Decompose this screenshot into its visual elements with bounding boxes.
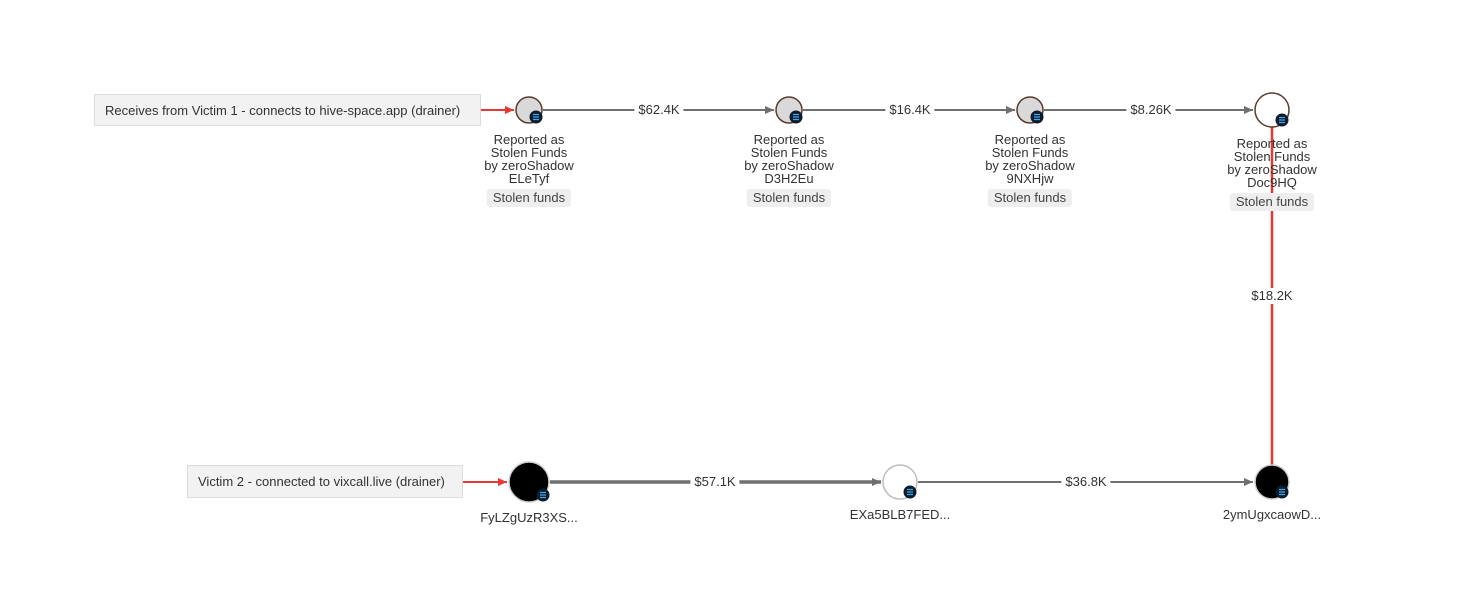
edge-label-e2: $16.4K <box>885 102 935 118</box>
callout-victim1: Receives from Victim 1 - connects to hiv… <box>94 94 481 126</box>
caption-line: by zeroShadow <box>744 158 834 173</box>
caption-line: by zeroShadow <box>985 158 1075 173</box>
node-caption-n2: Reported as Stolen Funds by zeroShadow D… <box>744 133 834 185</box>
solana-icon <box>789 110 803 124</box>
solana-icon <box>529 110 543 124</box>
tag-stolen-funds: Stolen funds <box>1229 193 1315 211</box>
caption-line: Doc9HQ <box>1247 175 1297 190</box>
edge-label-e4: $18.2K <box>1247 288 1297 304</box>
solana-icon <box>536 488 550 502</box>
node-caption-n4: Reported as Stolen Funds by zeroShadow D… <box>1227 137 1317 189</box>
caption-line: Stolen Funds <box>1233 149 1311 164</box>
callout-victim2: Victim 2 - connected to vixcall.live (dr… <box>187 465 463 498</box>
tag-stolen-funds: Stolen funds <box>746 189 832 207</box>
node-address-n6: EXa5BLB7FED... <box>849 507 951 522</box>
caption-line: by zeroShadow <box>1227 162 1317 177</box>
caption-line: 9NXHjw <box>1006 171 1054 186</box>
solana-icon <box>1275 485 1289 499</box>
caption-line: Stolen Funds <box>991 145 1069 160</box>
caption-line: D3H2Eu <box>764 171 814 186</box>
edge-label-e5: $57.1K <box>690 474 740 490</box>
edge-label-e1: $62.4K <box>634 102 684 118</box>
edge-label-e3: $8.26K <box>1126 102 1176 118</box>
node-caption-n1: Reported as Stolen Funds by zeroShadow E… <box>484 133 574 185</box>
callout-victim1-text: Receives from Victim 1 - connects to hiv… <box>105 102 461 118</box>
node-address-n5: FyLZgUzR3XS... <box>480 510 578 525</box>
caption-line: Stolen Funds <box>490 145 568 160</box>
caption-line: by zeroShadow <box>484 158 574 173</box>
callout-victim2-text: Victim 2 - connected to vixcall.live (dr… <box>198 474 445 489</box>
caption-line: Reported as <box>753 132 825 147</box>
solana-icon <box>1275 113 1289 127</box>
tag-stolen-funds: Stolen funds <box>987 189 1073 207</box>
edge-label-e6: $36.8K <box>1061 474 1111 490</box>
caption-line: Stolen Funds <box>750 145 828 160</box>
tag-stolen-funds: Stolen funds <box>486 189 572 207</box>
node-address-n7: 2ymUgxcaowD... <box>1222 507 1322 522</box>
caption-line: Reported as <box>493 132 565 147</box>
caption-line: Reported as <box>1236 136 1308 151</box>
caption-line: ELeTyf <box>508 171 550 186</box>
node-caption-n3: Reported as Stolen Funds by zeroShadow 9… <box>985 133 1075 185</box>
caption-line: Reported as <box>994 132 1066 147</box>
solana-icon <box>1030 110 1044 124</box>
solana-icon <box>903 485 917 499</box>
